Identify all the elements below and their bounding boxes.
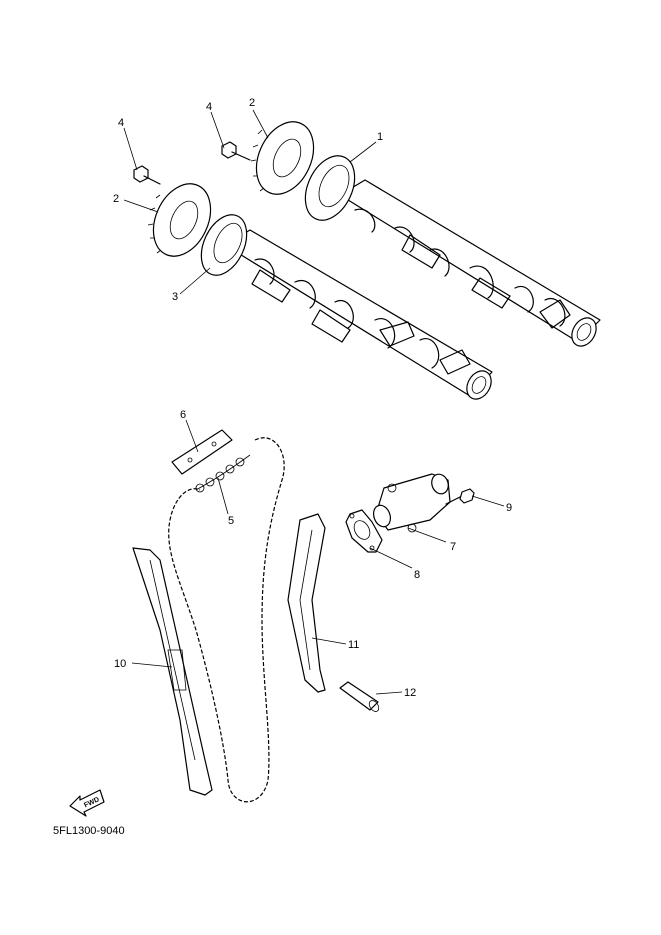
callout-2-lower: 2 (113, 193, 119, 205)
callout-labels: 1 2 4 4 2 3 6 5 7 8 9 10 11 12 (113, 97, 512, 699)
callout-2-upper: 2 (249, 97, 255, 109)
callout-7: 7 (450, 541, 456, 553)
fwd-arrow-icon: FWD (69, 789, 105, 817)
diagram-part-code: 5FL1300-9040 (53, 825, 125, 837)
chain-guide-rear (132, 547, 213, 796)
leader-lines (123, 109, 505, 695)
sprocket-bolt-lower (133, 165, 161, 185)
callout-1: 1 (377, 131, 383, 143)
callout-9: 9 (506, 502, 512, 514)
chain-links (195, 454, 251, 493)
callout-4-upper: 4 (206, 101, 212, 113)
tensioner-bolt (445, 488, 475, 505)
cam-sprocket-upper (250, 121, 315, 195)
callout-5: 5 (228, 515, 234, 527)
callout-3: 3 (172, 291, 178, 303)
tensioner-gasket (345, 509, 383, 553)
timing-chain (168, 437, 285, 803)
callout-11: 11 (348, 639, 359, 651)
sprocket-bolt-upper (221, 141, 251, 161)
camshaft-exhaust (339, 179, 601, 347)
sprocket-hub-intake (200, 214, 248, 276)
cam-chain-tensioner (372, 473, 451, 533)
callout-8: 8 (414, 569, 420, 581)
callout-10: 10 (114, 658, 126, 670)
callout-12: 12 (404, 687, 416, 699)
callout-6: 6 (180, 409, 186, 421)
guide-pin (339, 681, 380, 712)
callout-4-lower: 4 (118, 117, 124, 129)
sprocket-hub-exhaust (304, 155, 356, 221)
chain-guide-top (171, 429, 233, 475)
chain-tensioner-guide (287, 513, 326, 693)
cam-sprocket-lower (147, 183, 212, 257)
